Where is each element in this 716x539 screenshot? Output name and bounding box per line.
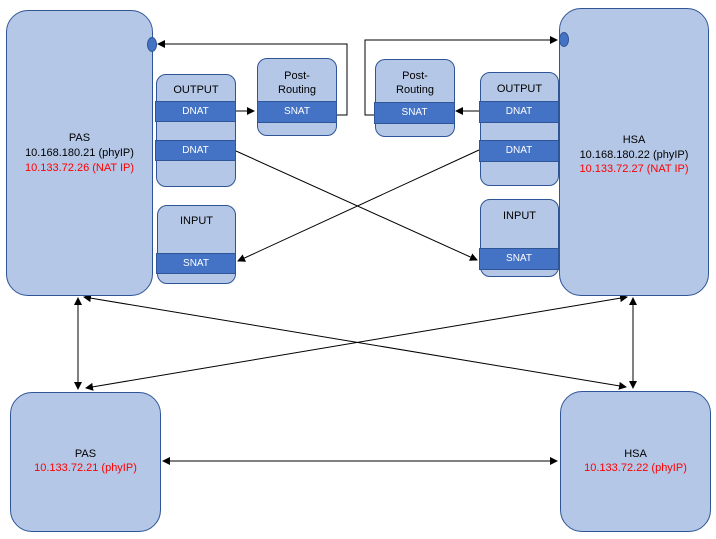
left-output-dnat-rule-1: DNAT xyxy=(155,101,236,122)
right-input-title: INPUT xyxy=(503,210,536,222)
right-dnat-to-left-input-arrow xyxy=(237,149,480,262)
pas-bottom-node: PAS 10.133.72.21 (phyIP) xyxy=(10,392,161,532)
right-output-title: OUTPUT xyxy=(496,83,543,95)
left-output-title: OUTPUT xyxy=(173,84,219,96)
pas-top-nat-ip: 10.133.72.26 (NAT IP) xyxy=(24,162,135,174)
pas-top-node: PAS 10.168.180.21 (phyIP) 10.133.72.26 (… xyxy=(6,10,153,296)
right-postrouting-chain: Post- Routing xyxy=(375,59,455,137)
hsa-bottom-name: HSA xyxy=(624,448,647,460)
right-postrouting-title-line2: Routing xyxy=(396,84,434,96)
right-postrouting-title-line1: Post- xyxy=(402,70,428,82)
left-dnat-to-right-input-arrow xyxy=(235,150,478,261)
hsa-top-node: HSA 10.168.180.22 (phyIP) 10.133.72.27 (… xyxy=(559,8,709,296)
pas-top-name: PAS xyxy=(68,132,91,144)
hsa-top-name: HSA xyxy=(622,134,646,146)
hsa-return-route-arrow xyxy=(364,36,558,116)
right-output-dnat-rule-2: DNAT xyxy=(479,140,559,162)
left-postrouting-title-line2: Routing xyxy=(278,84,316,96)
left-input-snat-rule: SNAT xyxy=(156,253,236,274)
left-postrouting-snat-rule: SNAT xyxy=(257,101,337,123)
left-output-chain: OUTPUT xyxy=(156,74,236,187)
right-input-snat-rule: SNAT xyxy=(479,248,559,270)
right-postrouting-snat-rule: SNAT xyxy=(374,102,455,124)
left-postrouting-chain: Post- Routing xyxy=(257,58,337,136)
hsa-bottom-phy-ip: 10.133.72.22 (phyIP) xyxy=(584,462,687,474)
right-output-chain: OUTPUT xyxy=(480,72,559,186)
pas-top-phy-ip: 10.168.180.21 (phyIP) xyxy=(25,147,134,159)
hsa-bottom-node: HSA 10.133.72.22 (phyIP) xyxy=(560,391,711,532)
left-input-title: INPUT xyxy=(180,215,213,227)
pas-bottom-name: PAS xyxy=(74,448,97,460)
pas-connection-dot xyxy=(147,37,157,52)
hsa-connection-dot xyxy=(559,32,569,47)
hsa-to-pas-cross-link xyxy=(85,294,628,391)
left-postrouting-title-line1: Post- xyxy=(284,70,310,82)
hsa-top-phy-ip: 10.168.180.22 (phyIP) xyxy=(579,149,689,161)
left-output-dnat-rule-2: DNAT xyxy=(155,140,236,161)
right-output-dnat-rule-1: DNAT xyxy=(479,101,559,123)
pas-bottom-phy-ip: 10.133.72.21 (phyIP) xyxy=(34,462,137,474)
hsa-top-nat-ip: 10.133.72.27 (NAT IP) xyxy=(579,163,689,175)
pas-return-route-arrow xyxy=(157,40,348,116)
